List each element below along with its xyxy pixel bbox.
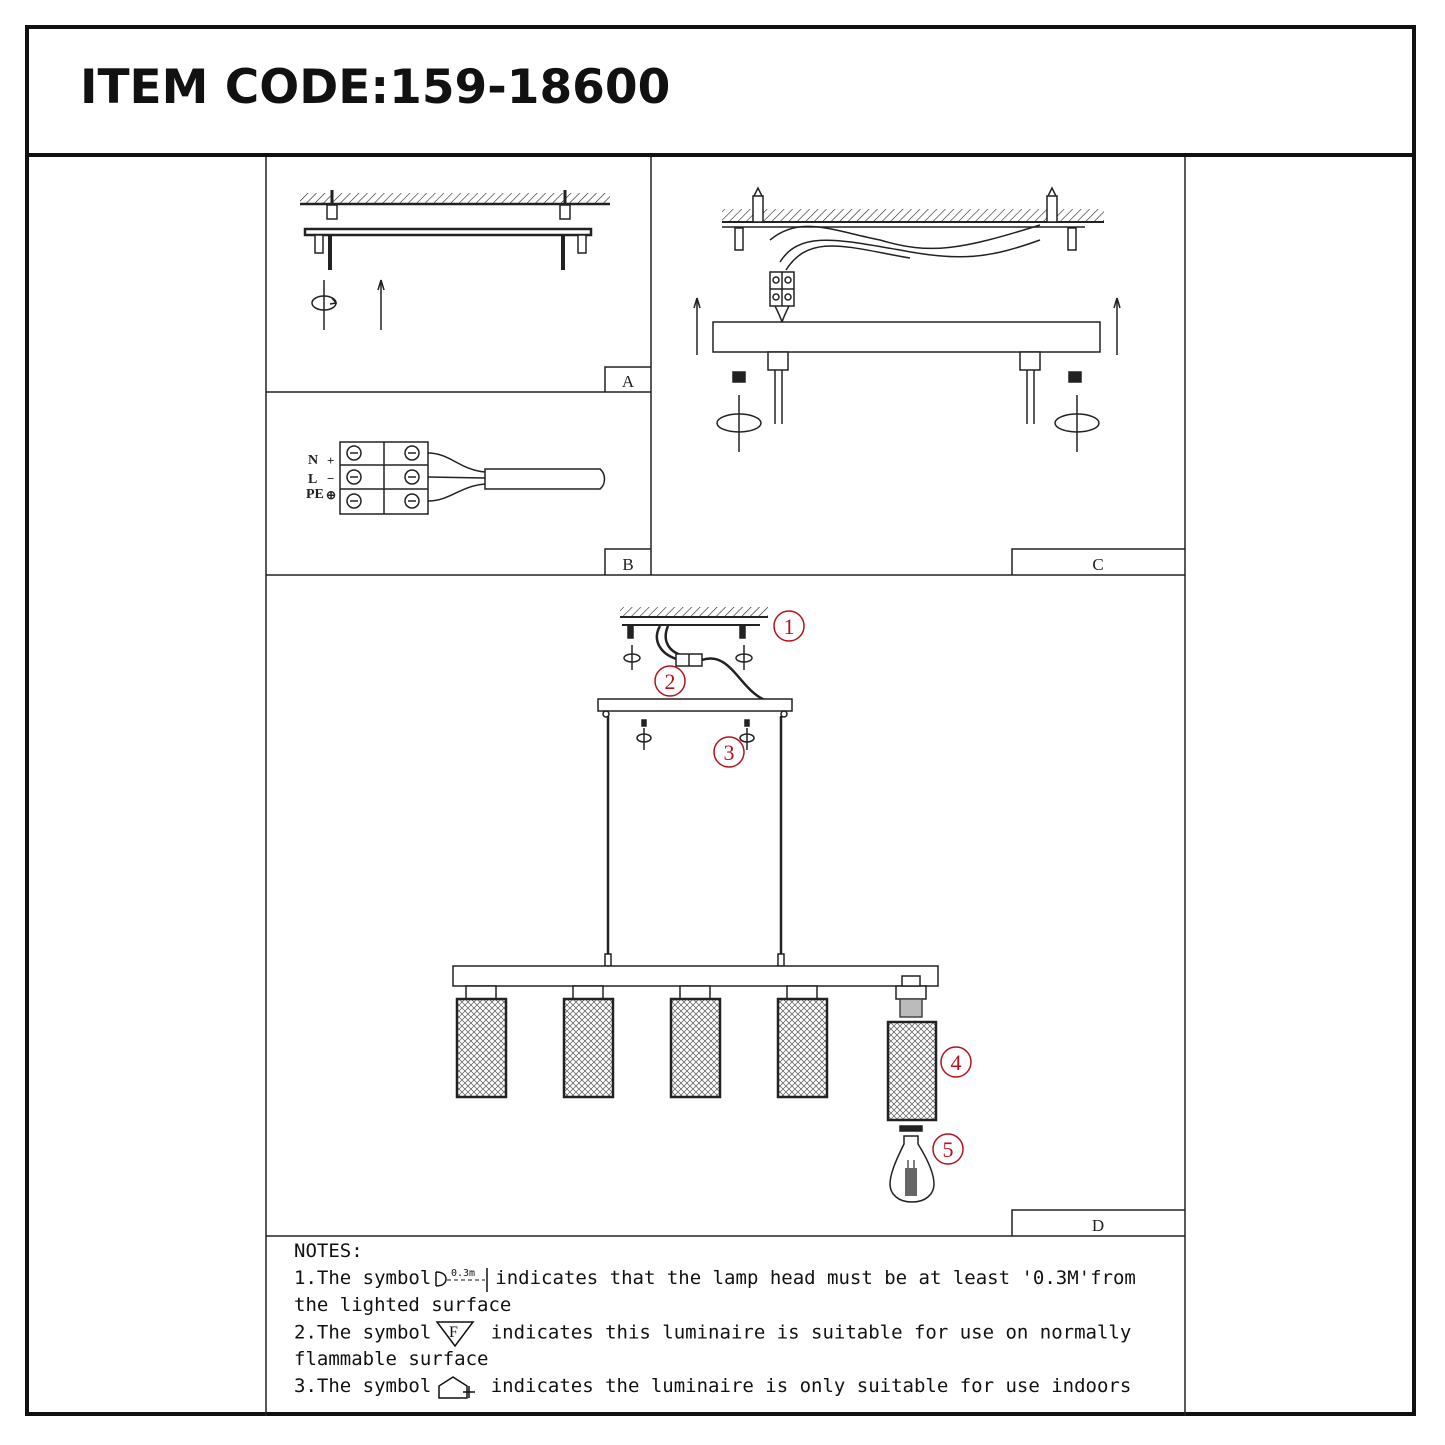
distance-symbol-text: 0.3m (451, 1268, 475, 1279)
terminal-label-pe: PE (306, 487, 324, 502)
note-2-suffix: indicates this luminaire is suitable for… (479, 1321, 1132, 1344)
panel-b-labels: N L PE + − ⊕ (306, 453, 336, 502)
callouts (654, 610, 972, 1165)
terminal-sign-plus: + (327, 453, 334, 468)
callout-1: 1 (784, 614, 795, 639)
note-1-suffix: indicates that the lamp head must be at … (495, 1267, 1136, 1289)
item-code-title: ITEM CODE:159-18600 (80, 60, 671, 115)
panel-label-a: A (622, 372, 635, 391)
panel-b-terminal-block (339, 441, 606, 515)
panel-a-drawing (300, 190, 610, 330)
callout-5: 5 (943, 1137, 954, 1162)
note-3: 3.The symbol indicates the luminaire is … (294, 1373, 1174, 1400)
callout-4: 4 (951, 1050, 962, 1075)
terminal-label-l: L (308, 472, 317, 487)
notes-heading: NOTES: (294, 1240, 363, 1262)
flammable-symbol-text: F (449, 1324, 458, 1341)
note-1-prefix: 1.The symbol (294, 1267, 432, 1289)
indoor-use-house-icon (438, 1375, 476, 1399)
terminal-sign-earth: ⊕ (326, 488, 336, 502)
panel-label-d: D (1092, 1216, 1104, 1235)
panel-label-b: B (622, 555, 633, 574)
callout-2: 2 (665, 669, 676, 694)
callout-3: 3 (724, 740, 735, 765)
note-3-suffix: indicates the luminaire is only suitable… (479, 1375, 1132, 1397)
terminal-label-n: N (308, 453, 318, 468)
note-3-prefix: 3.The symbol (294, 1375, 432, 1397)
note-2-prefix: 2.The symbol (294, 1321, 432, 1344)
panel-grid (265, 157, 1186, 1416)
note-1: 1.The symbol 0.3m indicates that the lam… (294, 1265, 1174, 1292)
panel-label-c: C (1092, 555, 1103, 574)
terminal-sign-minus: − (327, 471, 334, 486)
header-bar (25, 25, 1416, 157)
panel-c-drawing (693, 186, 1121, 452)
distance-symbol-icon: 0.3m (435, 1267, 489, 1292)
flammable-surface-symbol-icon: F (435, 1321, 475, 1347)
page-frame (25, 25, 1416, 1416)
notes-section: NOTES: 1.The symbol 0.3m indicates that … (294, 1238, 1174, 1400)
note-2-continued: flammable surface (294, 1348, 489, 1370)
note-1-continued: the lighted surface (294, 1294, 512, 1316)
note-2: 2.The symbol F indicates this luminaire … (294, 1319, 1174, 1347)
panel-d-drawing (452, 607, 939, 1203)
